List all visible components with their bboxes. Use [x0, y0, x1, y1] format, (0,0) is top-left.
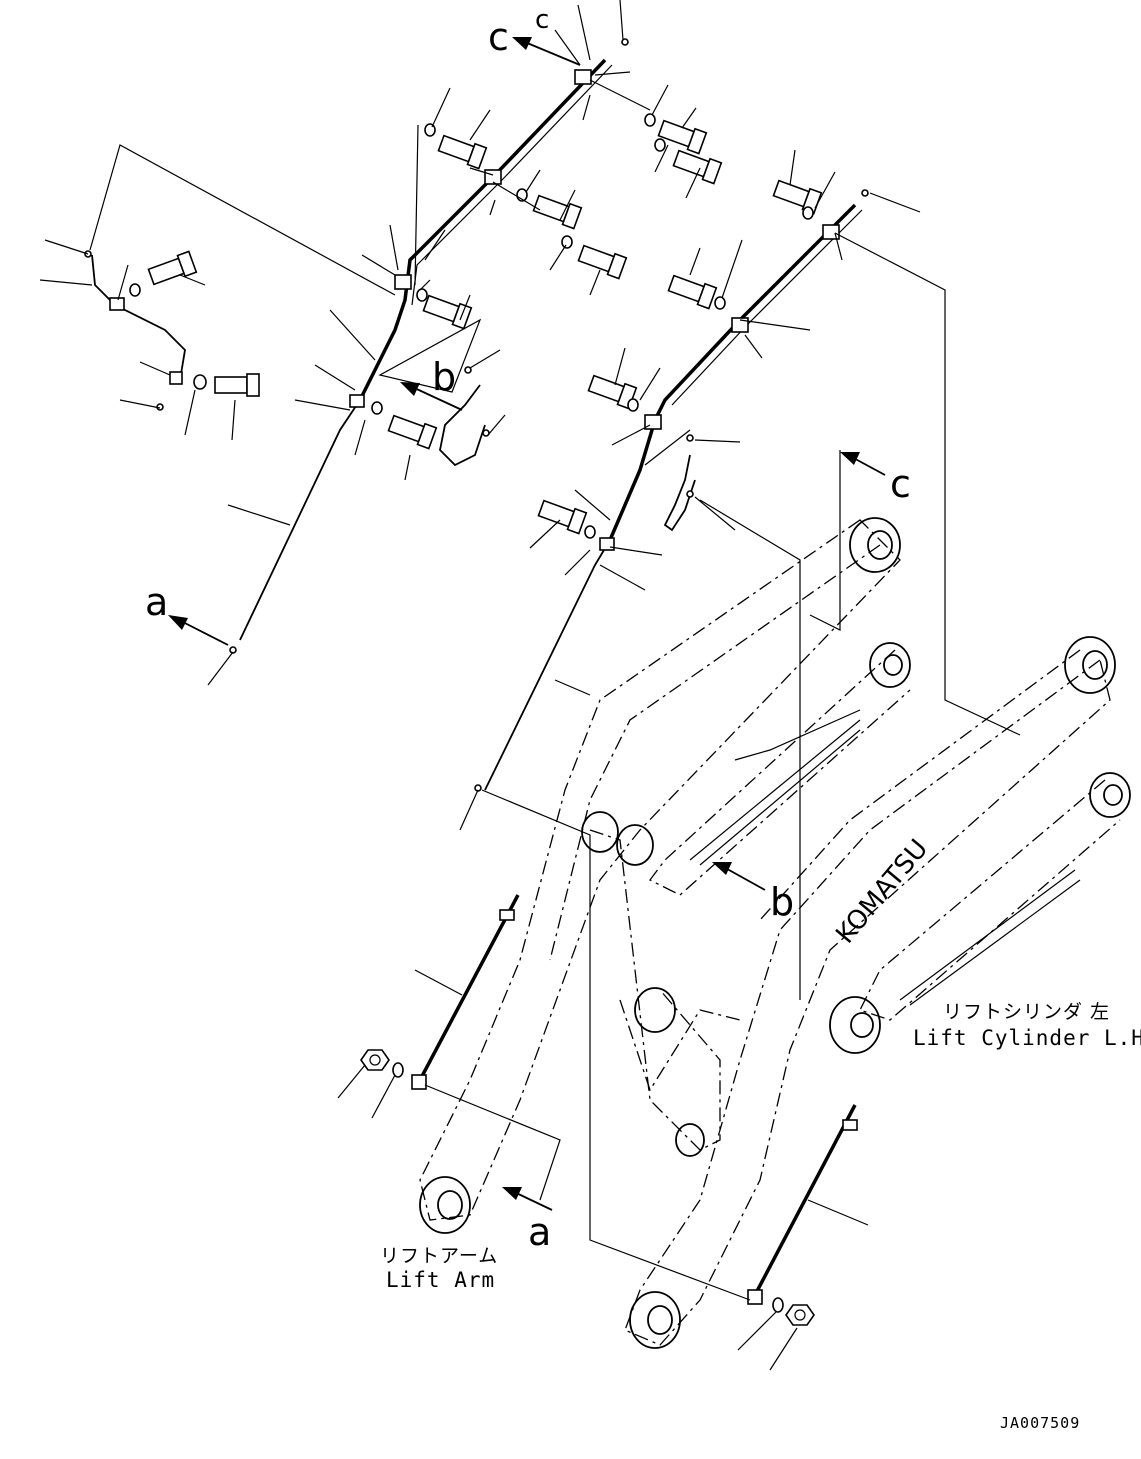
callout-b-bottom: b: [770, 880, 794, 924]
lower-left-strap: [360, 894, 520, 1090]
lift-cylinder-left: [649, 642, 911, 896]
lower-right-strap: [747, 1104, 858, 1326]
leader-lines: [39, 0, 1021, 1371]
tube-assembly-upper-right: [484, 203, 863, 791]
washers: [84, 38, 869, 792]
callout-a-bottom: a: [528, 1210, 551, 1254]
hose-b: [439, 384, 696, 532]
drawing-code: JA007509: [1000, 1414, 1080, 1432]
callout-c-top-large: c: [488, 15, 509, 59]
lift-arm-label-jp: リフトアーム: [380, 1245, 498, 1267]
lift-arm-label-en: Lift Arm: [386, 1268, 495, 1292]
lift-cylinder-label-jp: リフトシリンダ 左: [943, 1001, 1110, 1023]
tube-assembly-upper-left: [91, 58, 613, 641]
callout-c-right: c: [890, 462, 911, 506]
callout-b-top: b: [432, 355, 456, 399]
lift-cylinder-label-en: Lift Cylinder L.H.: [913, 1026, 1141, 1050]
cylinder-brand-text: KOMATSU: [830, 834, 934, 950]
lift-arm-outline: [419, 517, 1116, 1349]
callout-a-top: a: [145, 580, 168, 624]
callout-c-top-small: c: [535, 5, 549, 35]
callout-arrows: [168, 37, 886, 1211]
